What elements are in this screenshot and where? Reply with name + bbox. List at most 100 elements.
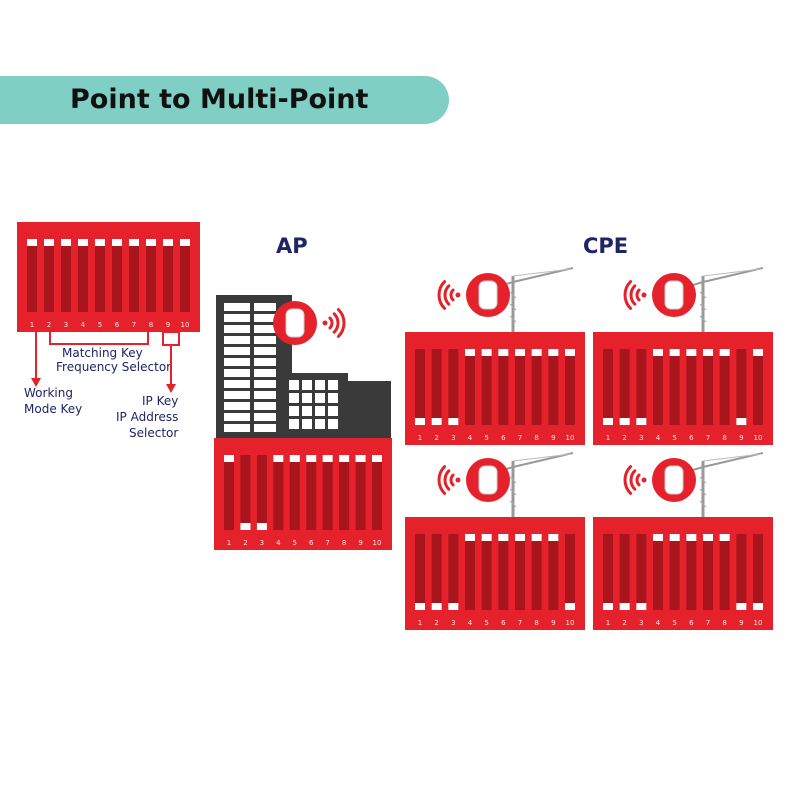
ip-key-label: IP Key bbox=[142, 394, 179, 408]
dip-switch-slot bbox=[669, 534, 680, 610]
building-window bbox=[254, 347, 276, 355]
dip-switch-toggle bbox=[415, 418, 425, 425]
dip-switch-slot bbox=[719, 534, 730, 610]
dip-switch-toggle bbox=[448, 418, 459, 425]
dip-switch-slot bbox=[653, 534, 663, 610]
building-window bbox=[254, 402, 276, 410]
switch-number: 2 bbox=[47, 321, 51, 329]
building-window bbox=[315, 380, 325, 390]
dip-switch-toggle bbox=[736, 418, 747, 425]
building-window bbox=[254, 424, 276, 432]
dip-switch-slot bbox=[224, 455, 234, 530]
wifi-signal-icon bbox=[623, 280, 647, 310]
dip-switch-toggle bbox=[465, 349, 475, 356]
switch-number: 2 bbox=[434, 619, 438, 627]
building-window bbox=[254, 380, 276, 388]
dip-switch-toggle bbox=[548, 349, 559, 356]
building-window bbox=[224, 391, 250, 399]
cpe-label: CPE bbox=[583, 234, 629, 258]
switch-number: 5 bbox=[484, 619, 488, 627]
building-window bbox=[224, 402, 250, 410]
dip-switch-toggle bbox=[448, 603, 459, 610]
cpe-device-icon bbox=[623, 458, 696, 502]
radio-device bbox=[285, 308, 305, 338]
wifi-signal-icon bbox=[623, 465, 647, 495]
dip-switch-toggle bbox=[603, 418, 613, 425]
dip-switch-toggle bbox=[636, 603, 647, 610]
switch-number: 8 bbox=[149, 321, 153, 329]
building-window bbox=[224, 380, 250, 388]
building-window bbox=[315, 406, 325, 416]
building-window bbox=[254, 325, 276, 333]
building-window bbox=[315, 393, 325, 403]
page-title: Point to Multi-Point bbox=[70, 84, 369, 115]
switch-number: 6 bbox=[309, 539, 314, 547]
switch-number: 9 bbox=[551, 434, 555, 442]
building-window bbox=[254, 303, 276, 311]
dip-switch-slot bbox=[753, 349, 763, 425]
cpe-device-icon bbox=[437, 273, 510, 317]
switch-number: 7 bbox=[132, 321, 136, 329]
dip-switch-toggle bbox=[619, 418, 630, 425]
dip-switch-slot bbox=[548, 349, 559, 425]
switch-number: 6 bbox=[501, 434, 506, 442]
dip-switch-toggle bbox=[224, 455, 234, 462]
dip-switch-toggle bbox=[240, 523, 251, 530]
dip-switch-slot bbox=[736, 534, 747, 610]
building-window bbox=[224, 358, 250, 366]
ap-device-icon bbox=[273, 301, 346, 345]
dip-switch-toggle bbox=[78, 239, 88, 246]
switch-number: 10 bbox=[566, 434, 575, 442]
dip-switch-slot bbox=[719, 349, 730, 425]
switch-number: 1 bbox=[227, 539, 231, 547]
dip-switch-slot bbox=[565, 534, 575, 610]
dip-switch-slot bbox=[448, 534, 459, 610]
building-window bbox=[289, 419, 299, 429]
dip-switch-toggle bbox=[531, 534, 542, 541]
switch-number: 5 bbox=[293, 539, 297, 547]
dip-switch-slot bbox=[515, 349, 525, 425]
dip-switch-slot bbox=[515, 534, 525, 610]
working-label: Working bbox=[24, 386, 73, 400]
dip-switch-toggle bbox=[355, 455, 366, 462]
building-window bbox=[302, 393, 312, 403]
switch-number: 8 bbox=[722, 434, 726, 442]
switch-number: 1 bbox=[418, 619, 422, 627]
dip-switch-slot bbox=[636, 349, 647, 425]
dip-switch-slot bbox=[619, 534, 630, 610]
dip-switch-toggle bbox=[548, 534, 559, 541]
dip-switch-toggle bbox=[322, 455, 333, 462]
dip-switch-slot bbox=[27, 239, 37, 312]
building-window bbox=[254, 336, 276, 344]
switch-number: 8 bbox=[722, 619, 726, 627]
dip-switch-toggle bbox=[95, 239, 105, 246]
building-window bbox=[254, 369, 276, 377]
dip-switch-toggle bbox=[306, 455, 317, 462]
dip-switch-slot bbox=[448, 349, 459, 425]
dip-switch-slot bbox=[95, 239, 105, 312]
building-window bbox=[302, 380, 312, 390]
dip-switch-slot bbox=[481, 349, 492, 425]
building-window bbox=[224, 369, 250, 377]
wifi-signal-icon bbox=[322, 308, 346, 338]
dip-switch-slot bbox=[686, 349, 697, 425]
dip-switch-slot bbox=[736, 349, 747, 425]
switch-number: 3 bbox=[451, 434, 455, 442]
dip-switch-toggle bbox=[653, 534, 663, 541]
dip-switch-toggle bbox=[653, 349, 663, 356]
dip-switch-slot bbox=[322, 455, 333, 530]
building-window bbox=[254, 314, 276, 322]
switch-number: 3 bbox=[260, 539, 264, 547]
dip-switch-slot bbox=[339, 455, 350, 530]
switch-number: 2 bbox=[243, 539, 247, 547]
dip-switch-slot bbox=[603, 349, 613, 425]
switch-number: 7 bbox=[518, 619, 522, 627]
switch-number: 8 bbox=[534, 434, 538, 442]
dip-switch-slot bbox=[163, 239, 173, 312]
switch-number: 6 bbox=[115, 321, 120, 329]
legend-connectors bbox=[31, 331, 180, 393]
dip-switch-slot bbox=[636, 534, 647, 610]
building-window bbox=[254, 413, 276, 421]
